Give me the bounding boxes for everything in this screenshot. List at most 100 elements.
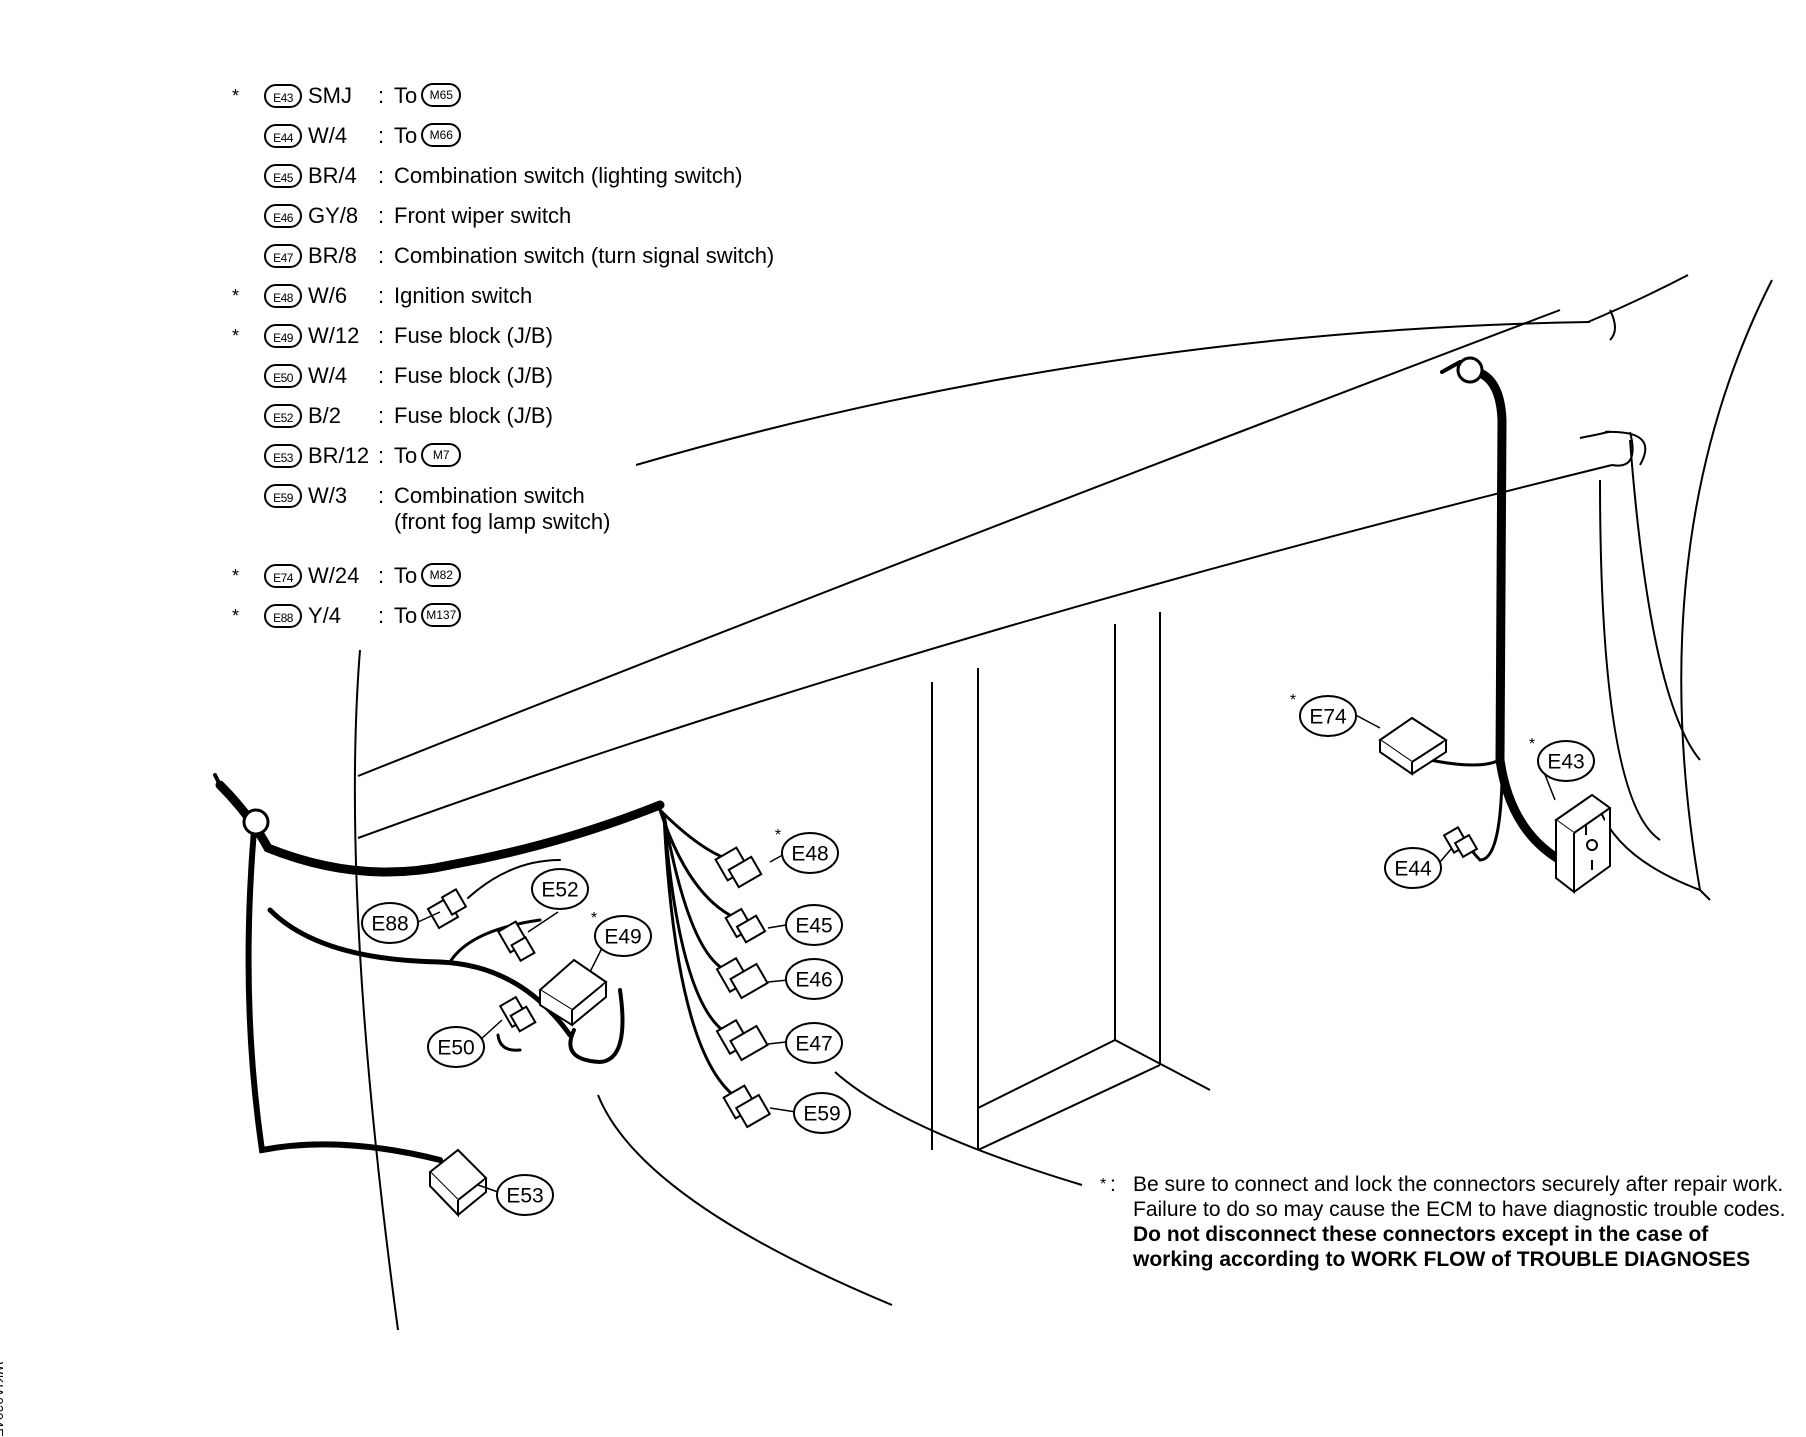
connector-id-badge: E48 (264, 284, 302, 308)
legend-colon: : (378, 203, 385, 228)
connector-description: Combination switch (394, 481, 585, 511)
connector-id-badge: E50 (264, 364, 302, 388)
connector-description-text: To (394, 83, 418, 108)
connector-id-badge: E88 (264, 604, 302, 628)
callout-e49: E49 (604, 926, 641, 949)
legend-colon: : (378, 323, 385, 348)
connector-id-badge: E46 (264, 204, 302, 228)
legend-colon: : (378, 563, 385, 588)
connector-description-text: Ignition switch (394, 283, 533, 308)
connector-id-badge: E45 (264, 164, 302, 188)
connector-description-text: To (394, 563, 418, 588)
connector-spec: W/3 (308, 483, 348, 508)
callout-e47: E47 (795, 1033, 832, 1056)
note-line-1: Be sure to connect and lock the connecto… (1133, 1173, 1786, 1221)
connector-spec: B/2 (308, 403, 342, 428)
note-text: Be sure to connect and lock the connecto… (1133, 1172, 1793, 1272)
connector-spec: W/6 (308, 283, 348, 308)
connector-spec: BR/4 (308, 163, 357, 188)
callout-e52: E52 (541, 879, 578, 902)
legend-colon: : (378, 243, 385, 268)
connector-description: Combination switch (lighting switch) (394, 161, 742, 191)
connector-spec: W/24 (308, 563, 360, 588)
connector-id-badge: E52 (264, 404, 302, 428)
callout-e59: E59 (803, 1103, 840, 1126)
callout-e45: E45 (795, 915, 832, 938)
connectors-right (1378, 716, 1612, 895)
connector-e45-shape (724, 907, 767, 944)
destination-connector-badge: M66 (421, 123, 462, 148)
connector-description-text: To (394, 123, 418, 148)
note-line-2: Do not disconnect these connectors excep… (1133, 1223, 1751, 1271)
connector-id-badge: E53 (264, 444, 302, 468)
legend-colon: : (378, 363, 385, 388)
connector-description-text: To (394, 603, 418, 628)
callout-star-e74: * (1290, 692, 1296, 709)
main-harness (213, 773, 742, 1163)
connector-spec: SMJ (308, 83, 352, 108)
connector-id-badge: E74 (264, 564, 302, 588)
connector-id-badge: E49 (264, 324, 302, 348)
callout-e46: E46 (795, 969, 832, 992)
connector-id-badge: E43 (264, 84, 302, 108)
right-harness (1428, 356, 1565, 865)
callout-e74: E74 (1309, 706, 1347, 729)
connector-id-badge: E47 (264, 244, 302, 268)
leader-lines (417, 711, 1556, 1193)
connector-e49-shape (538, 958, 608, 1027)
connector-description: Ignition switch (394, 281, 532, 311)
figure-id: WKIA0304E (0, 1362, 6, 1437)
connector-description-text: Front wiper switch (394, 203, 572, 228)
connector-description: Fuse block (J/B) (394, 321, 553, 351)
callout-labels: E88 E52 E49 E50 E53 E48 E45 E46 E47 E59 … (371, 706, 1584, 1208)
legend-star: * (232, 86, 240, 106)
callout-e88: E88 (371, 913, 408, 936)
connector-description-line-2: (front fog lamp switch) (394, 509, 611, 534)
connector-spec: W/12 (308, 323, 360, 348)
connectors-left (426, 846, 772, 1218)
connector-description-text: To (394, 443, 418, 468)
callout-stars: * * * * (591, 692, 1535, 927)
callout-star-e43: * (1529, 736, 1535, 753)
connector-spec: BR/8 (308, 243, 357, 268)
connector-e53-shape (428, 1148, 488, 1218)
connector-description-text: Combination switch (394, 483, 585, 508)
legend-star: * (232, 286, 240, 306)
connector-e52-shape (496, 920, 536, 963)
connector-id-badge: E59 (264, 484, 302, 508)
connector-description: Fuse block (J/B) (394, 401, 553, 431)
callout-star-e48: * (775, 827, 781, 844)
callout-e50: E50 (437, 1037, 474, 1060)
connector-e44-shape (1442, 825, 1479, 859)
legend-colon: : (378, 603, 385, 628)
callout-star-e49: * (591, 910, 597, 927)
destination-connector-badge: M7 (421, 443, 462, 468)
connector-spec: W/4 (308, 363, 348, 388)
connector-e43-shape (1554, 793, 1612, 895)
connector-id-badge: E44 (264, 124, 302, 148)
connector-description: Front wiper switch (394, 201, 571, 231)
callout-e43: E43 (1547, 751, 1584, 774)
connector-e59-shape (722, 1084, 772, 1129)
destination-connector-badge: M82 (421, 563, 462, 588)
connector-spec: W/4 (308, 123, 348, 148)
callout-bubbles (361, 695, 1595, 1216)
connector-e50-shape (498, 995, 537, 1033)
connector-description-text: Combination switch (turn signal switch) (394, 243, 775, 268)
harness-diagram: E88 E52 E49 E50 E53 E48 E45 E46 E47 E59 … (213, 274, 1773, 1331)
connector-e74-shape (1378, 716, 1448, 776)
